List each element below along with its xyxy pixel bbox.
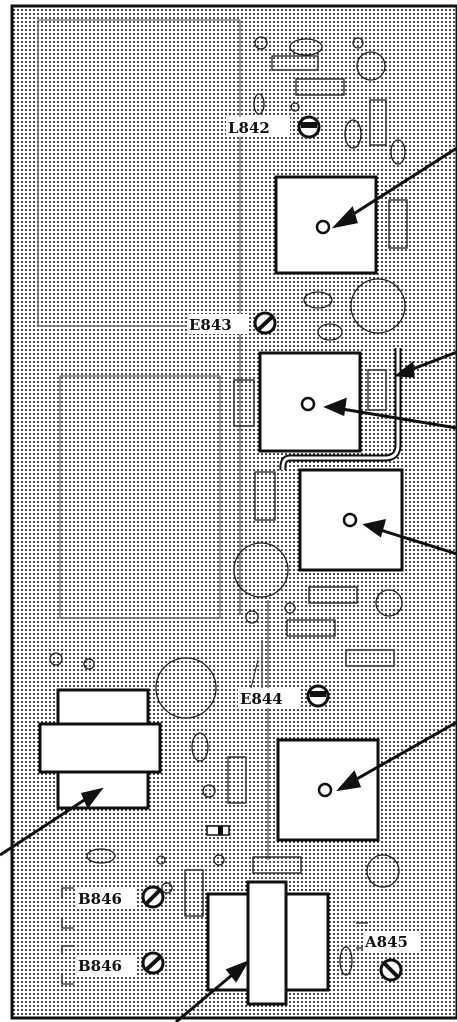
outline-region-top [37,19,241,327]
diode-symbol [206,825,230,836]
label-backgrounds [76,117,419,975]
transformer-block-4 [276,738,380,842]
label-b846-bottom: B846 [78,957,122,975]
label-a845: A845 [364,933,408,951]
screw-b846-top [141,885,165,909]
component-outlines [49,36,408,985]
screw-a845 [379,958,403,982]
transformer-block-3 [298,468,404,572]
screw-l842 [297,115,321,139]
screw-b846-bottom [141,951,165,975]
callout-arrows [0,146,457,1022]
bottom-coil [206,880,330,1006]
label-b846-top: B846 [78,890,122,908]
label-e843: E843 [189,316,232,334]
label-l842: L842 [228,119,270,137]
screw-e844 [306,684,330,708]
screw-e843 [253,311,277,335]
label-e844: E844 [240,690,283,708]
transformer-block-1 [274,175,378,275]
outline-region-middle [59,375,221,619]
